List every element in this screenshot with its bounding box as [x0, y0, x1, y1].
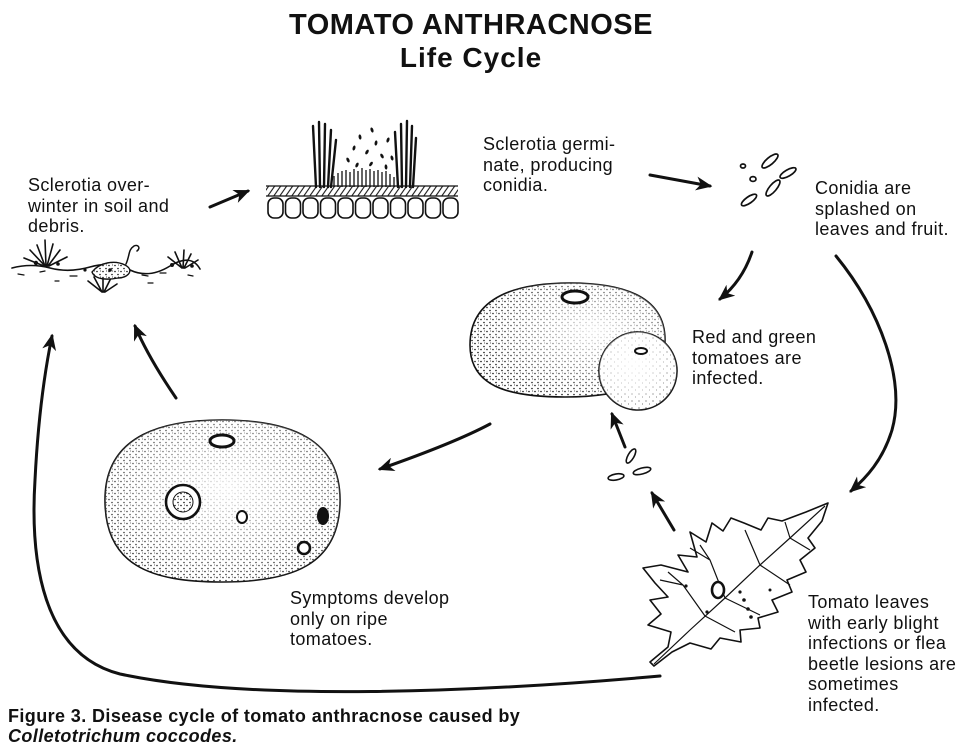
stage-label-splash: Conidia are splashed on leaves and fruit… [815, 178, 949, 240]
stage-label-line: tomatoes are [692, 348, 816, 369]
stage-label-line: leaves and fruit. [815, 219, 949, 240]
leaf-lesion [712, 582, 724, 598]
seta-tuft-left [313, 122, 336, 187]
stem-scar [635, 348, 647, 354]
red-and-green-tomatoes-illustration [470, 283, 677, 410]
host-cell [356, 198, 371, 218]
host-cell [303, 198, 318, 218]
host-cell [391, 198, 406, 218]
acervulus-cross-section [266, 121, 458, 218]
stage-label-line: Conidia are [815, 178, 949, 199]
grass-tuft [24, 240, 67, 266]
conidium [750, 177, 756, 182]
stage-label-line: winter in soil and [28, 196, 169, 217]
arrow-conidia-to-fruit [720, 252, 752, 299]
soil-debris-illustration [12, 240, 200, 292]
conidia-spray [346, 127, 394, 170]
conidia-cluster [740, 152, 798, 208]
stage-label-germinate: Sclerotia germi- nate, producing conidia… [483, 134, 615, 196]
stage-label-overwinter: Sclerotia over- winter in soil and debri… [28, 175, 169, 237]
conidium [760, 152, 780, 170]
stem-scar [210, 435, 234, 447]
conidiophores [334, 168, 394, 187]
stage-label-line: sometimes [808, 674, 956, 695]
host-cell [408, 198, 423, 218]
debris-stem [126, 245, 139, 264]
host-cell [373, 198, 388, 218]
host-cell [426, 198, 441, 218]
arrow-spores-to-fruit [612, 414, 625, 447]
host-cells [268, 198, 458, 218]
stage-label-line: Symptoms develop [290, 588, 449, 609]
caption-text: Figure 3. Disease cycle of tomato anthra… [8, 706, 520, 726]
seta-tuft-right [395, 121, 416, 187]
stage-label-line: Red and green [692, 327, 816, 348]
stage-label-symptoms: Symptoms develop only on ripe tomatoes. [290, 588, 449, 650]
anthracnose-lesion [317, 507, 329, 525]
stage-label-fruit-infection: Red and green tomatoes are infected. [692, 327, 816, 389]
stage-label-line: tomatoes. [290, 629, 449, 650]
conidium [741, 164, 746, 168]
host-cell [286, 198, 301, 218]
arrow-ripe-fruit-to-debris [135, 326, 176, 398]
host-cell [321, 198, 336, 218]
arrow-conidia-to-leaves [836, 256, 896, 491]
stage-label-line: splashed on [815, 199, 949, 220]
diagram-title: TOMATO ANTHRACNOSE [271, 8, 671, 42]
stage-label-line: infections or flea [808, 633, 956, 654]
conidium [740, 192, 758, 208]
small-green-tomato-highlight [599, 332, 677, 410]
ripe-tomato-illustration [105, 420, 340, 582]
anthracnose-lesion [298, 542, 310, 554]
figure-caption: Figure 3. Disease cycle of tomato anthra… [8, 706, 520, 746]
stem-scar [562, 291, 588, 303]
stage-label-line: infected. [808, 695, 956, 716]
stage-label-line: debris. [28, 216, 169, 237]
lesion-center [173, 492, 193, 512]
arrow-fruit-to-ripe-symptoms [380, 424, 490, 469]
conidium [624, 448, 637, 465]
conidium [779, 166, 798, 181]
cuticle-layer [266, 186, 458, 196]
arrow-overwinter-to-germinate [210, 191, 248, 207]
stage-label-line: Tomato leaves [808, 592, 956, 613]
caption-pathogen-name: Colletotrichum coccodes. [8, 726, 520, 746]
diagram-subtitle: Life Cycle [271, 42, 671, 74]
host-cell [443, 198, 458, 218]
stage-label-line: Sclerotia over- [28, 175, 169, 196]
arrow-germinate-to-conidia [650, 175, 710, 186]
stage-label-line: conidia. [483, 175, 615, 196]
arrow-leaf-to-spores [652, 493, 674, 530]
host-cell [338, 198, 353, 218]
conidium [764, 178, 782, 198]
stage-label-leaf-infection: Tomato leaves with early blight infectio… [808, 592, 956, 715]
conidium [608, 473, 625, 482]
stage-label-line: infected. [692, 368, 816, 389]
conidium [633, 466, 652, 476]
stage-label-line: Sclerotia germi- [483, 134, 615, 155]
leaf-spores [608, 448, 652, 482]
anthracnose-lesion [237, 511, 247, 523]
stage-label-line: only on ripe [290, 609, 449, 630]
stage-label-line: with early blight [808, 613, 956, 634]
host-cell [268, 198, 283, 218]
stage-label-line: beetle lesions are [808, 654, 956, 675]
stage-label-line: nate, producing [483, 155, 615, 176]
